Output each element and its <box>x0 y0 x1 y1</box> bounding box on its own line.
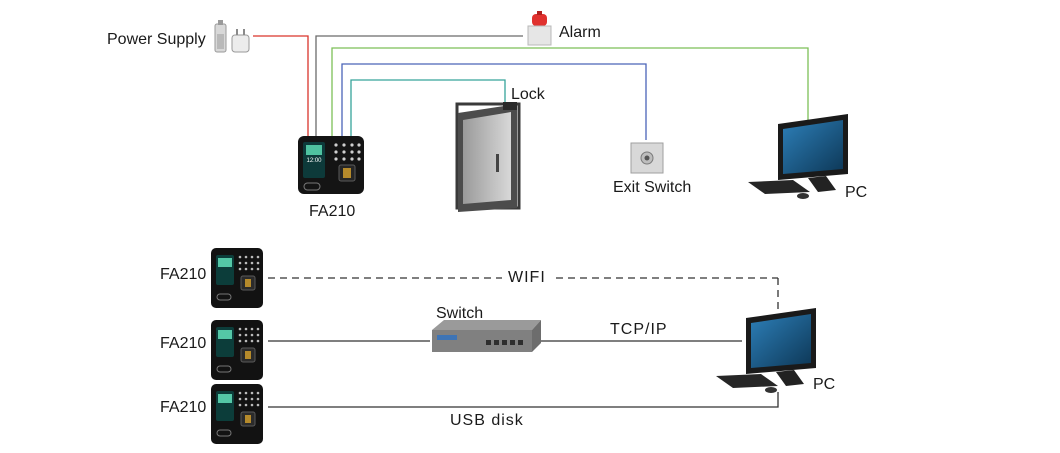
pc-bottom-icon <box>716 308 816 393</box>
pc-wire <box>331 47 809 136</box>
exit-switch-label: Exit Switch <box>613 179 692 196</box>
fa210-device-icon: 12:00 <box>298 136 364 194</box>
fa210-usb-label: FA210 <box>160 399 207 416</box>
usb-disk-link-label: USB disk <box>450 412 524 429</box>
fa210-tcpip-device-icon <box>210 319 264 381</box>
exit-switch-icon <box>630 142 664 174</box>
pc-top-icon <box>748 114 848 199</box>
alarm-label: Alarm <box>559 24 601 41</box>
exit-switch-wire <box>341 63 647 140</box>
fa210-wifi-device-icon <box>210 247 264 309</box>
pc-bottom-label: PC <box>813 376 836 393</box>
power-wire <box>253 35 309 136</box>
power-supply-icon <box>214 20 250 53</box>
power-supply-label: Power Supply <box>107 31 206 48</box>
alarm-wire <box>315 35 523 136</box>
tcpip-link-label: TCP/IP <box>610 321 668 338</box>
fa210-wifi-label: FA210 <box>160 266 207 283</box>
lock-wire <box>350 79 506 136</box>
fa210-main-label: FA210 <box>309 203 356 220</box>
fa210-tcpip-label: FA210 <box>160 335 207 352</box>
fa210-usb-device-icon <box>210 383 264 445</box>
door-lock-icon <box>455 102 521 212</box>
switch-label: Switch <box>436 305 484 322</box>
network-switch-icon <box>432 320 541 352</box>
usb-disk-link <box>268 392 779 408</box>
pc-top-label: PC <box>845 184 868 201</box>
alarm-icon <box>527 11 552 46</box>
lock-label: Lock <box>511 86 545 103</box>
device-screen-time: 12:00 <box>306 158 322 164</box>
wifi-link-label: WIFI <box>502 269 552 287</box>
